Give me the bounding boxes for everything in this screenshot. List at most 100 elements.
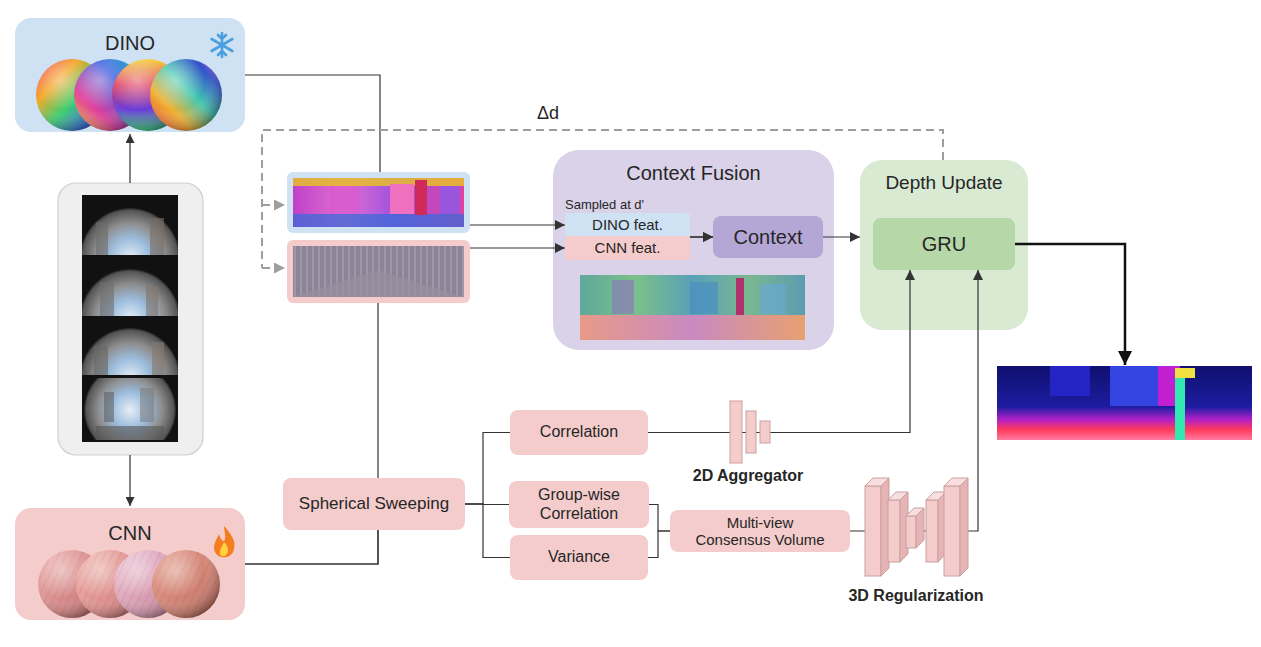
context-feature-map-part — [580, 315, 805, 340]
aggregator-icon-part — [746, 411, 756, 453]
regularization-icon-part — [944, 486, 960, 576]
node-label: Multi-view Consensus Volume — [690, 514, 830, 549]
connector — [648, 531, 670, 558]
depth-map-part — [997, 366, 1252, 440]
context-feature-map-part — [690, 282, 718, 314]
flame-icon-part — [214, 526, 234, 557]
depth-map-part — [1175, 368, 1195, 378]
context-feature-map — [580, 275, 805, 340]
process-box: Group-wise Correlation — [509, 481, 649, 528]
dino-feature-map-part — [293, 214, 464, 227]
cnn-feature-map — [287, 240, 470, 303]
depth-map — [997, 366, 1252, 440]
dino-feature-map-part — [330, 186, 360, 214]
input-arrow — [129, 134, 130, 183]
context-feature-map-part — [736, 278, 744, 318]
panel-heading: DINO — [105, 32, 155, 55]
regularization-icon-part — [926, 500, 938, 562]
feedback-loop-part — [262, 130, 943, 268]
input-images-part-part — [96, 222, 108, 255]
dino-spheres — [36, 59, 222, 131]
node-label: Spherical Sweeping — [299, 494, 449, 514]
panel-heading: Context Fusion — [626, 162, 761, 185]
input-images — [58, 183, 203, 456]
node-label: GRU — [922, 233, 966, 256]
panel-shape — [553, 150, 834, 350]
regularization-icon-part — [960, 478, 968, 576]
node-label: DINO feat. — [592, 216, 663, 233]
panel-shape — [15, 18, 245, 132]
input-images-part-part — [152, 342, 164, 375]
snowflake-icon-part — [218, 35, 226, 55]
module-label: 2D Aggregator — [693, 467, 804, 485]
input-arrow — [129, 455, 130, 506]
node-label: Context — [734, 226, 803, 249]
panel-heading: CNN — [108, 522, 151, 545]
context-box: Context — [713, 216, 823, 258]
input-images-part-part — [82, 328, 178, 375]
input-images-part — [58, 183, 203, 455]
dino-feature-map — [287, 172, 470, 233]
flame-icon-part — [220, 542, 228, 556]
input-images-part — [82, 208, 178, 255]
gru-box: GRU — [873, 218, 1015, 270]
feature-tag: CNN feat. — [565, 236, 690, 260]
snowflake-icon — [212, 33, 233, 57]
process-box: Spherical Sweeping — [283, 478, 465, 530]
encoder-panel: CNN — [15, 508, 245, 620]
depth-map-part — [1050, 366, 1090, 396]
node-label: Variance — [548, 548, 610, 566]
cnn-feature-map-part — [293, 246, 464, 297]
connector — [690, 236, 713, 237]
depth-map-part — [1110, 366, 1158, 406]
aggregator-icon-part — [760, 421, 770, 443]
aggregator-icon — [730, 401, 770, 463]
connector — [690, 236, 713, 237]
dino-feature-map-part — [293, 178, 464, 227]
context-feature-map-part — [760, 284, 786, 314]
node-label: CNN feat. — [595, 239, 661, 256]
flame-icon — [214, 526, 234, 557]
panel-shape — [15, 508, 245, 620]
dino-feature-map-part — [293, 178, 464, 186]
cnn-feature-map-part — [293, 246, 464, 297]
connector — [465, 504, 510, 558]
input-images-part-part — [82, 269, 178, 316]
input-images-part-part — [94, 346, 108, 375]
input-images-part-part — [150, 218, 164, 255]
note-text: Sampled at d' — [565, 198, 644, 213]
input-images-part-part — [84, 378, 176, 440]
connector — [649, 505, 670, 532]
context-feature-map-part — [580, 275, 805, 340]
aggregator-icon-part — [730, 401, 742, 463]
feedback-loop-part — [262, 204, 285, 206]
cnn-feature-map-part — [287, 240, 470, 303]
dino-spheres-part — [150, 59, 222, 131]
panel-heading: Depth Update — [885, 172, 1002, 194]
process-box: Correlation — [510, 410, 648, 455]
regularization-icon-part — [916, 508, 924, 548]
input-images-part — [82, 328, 178, 375]
input-images-part-part — [100, 282, 114, 316]
fusion-panel: Context FusionSampled at d' DINO feat. CNN… — [553, 150, 834, 350]
feedback-loop — [262, 130, 943, 268]
connector — [245, 530, 378, 564]
cnn-spheres-part — [152, 550, 220, 618]
dino-feature-map-part — [390, 184, 414, 214]
process-box: Variance — [510, 535, 648, 580]
cnn-spheres-part — [152, 550, 220, 618]
node-label: Correlation — [540, 423, 618, 441]
input-images-part-part — [104, 392, 114, 422]
regularization-icon — [865, 478, 968, 576]
input-images-part-part — [146, 286, 158, 316]
update-panel: Depth UpdateGRU — [860, 160, 1028, 330]
feature-tag: DINO feat. — [565, 213, 690, 237]
connector — [823, 236, 860, 237]
regularization-icon-part — [865, 486, 881, 576]
regularization-icon-part — [906, 516, 916, 548]
panel-shape — [860, 160, 1028, 330]
dino-feature-map-part — [440, 186, 460, 214]
context-feature-map-part — [612, 280, 634, 314]
input-images-part-part — [82, 208, 178, 255]
